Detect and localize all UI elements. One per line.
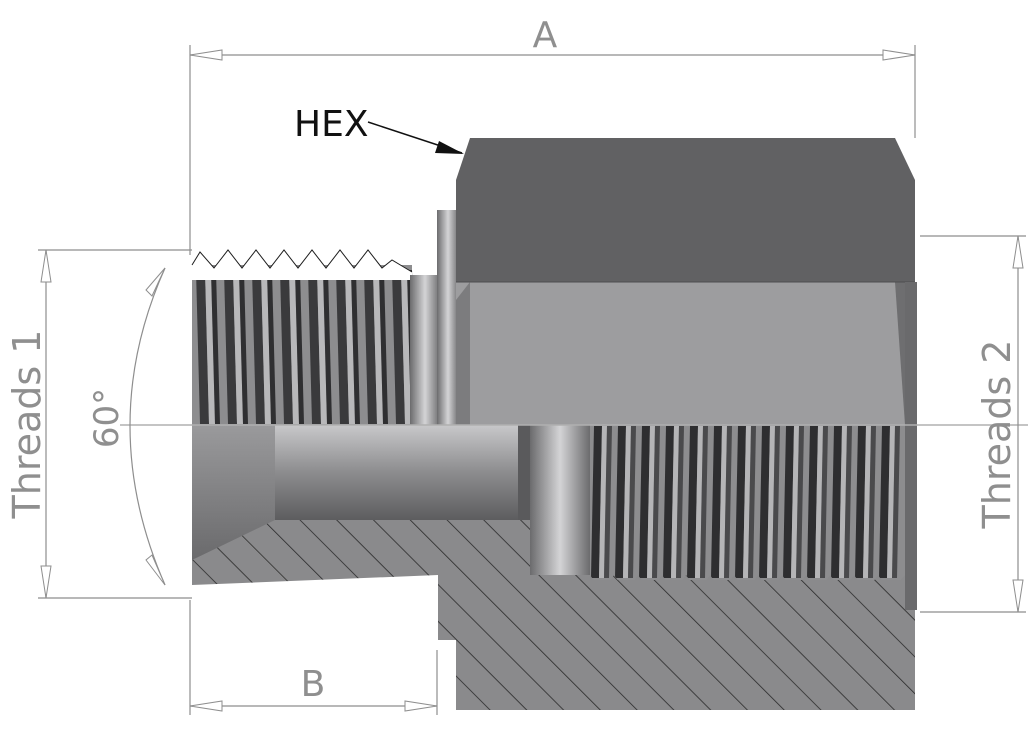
thread-stripe [807,426,818,578]
thread-stripe [196,270,209,424]
male-thread-exterior [191,249,416,425]
thread-stripe [233,270,243,424]
thread-stripe [267,270,276,424]
thread-stripe [379,270,388,424]
thread-stripe [289,270,299,424]
thread-stripe [261,270,271,424]
thread-stripe [647,426,655,578]
thread-stripe [628,426,636,578]
thread-stripe [855,426,866,578]
dimension-b [189,600,438,715]
bore [275,425,525,520]
thread-stripe [401,270,411,424]
thread-stripe [308,270,321,424]
dimension-threads-2 [920,235,1026,613]
thread-stripe [863,426,871,578]
thread-stripe [639,426,650,578]
dimension-a [189,45,916,255]
threads-2-label: Threads 2 [975,340,1019,530]
thread-stripe [748,426,756,578]
thread-stripe [887,426,895,578]
thread-stripe [323,270,332,424]
thread-stripe [735,426,746,578]
thread-stripe [879,426,890,578]
thread-stripe [719,426,727,578]
thread-stripe [796,426,804,578]
thread-stripe [839,426,847,578]
hex-label: HEX [294,104,368,145]
thread-stripe [676,426,684,578]
thread-stripe [224,270,237,424]
dimension-b-label: B [301,664,326,705]
thread-stripe [591,426,602,578]
thread-stripe [280,270,293,424]
thread-stripe [772,426,780,578]
thread-stripe [695,426,703,578]
thread-stripe [623,426,631,578]
thread-stripe [604,426,612,578]
dimension-threads-1 [38,249,192,599]
thread-stripe [671,426,679,578]
thread-stripe [759,426,770,578]
thread-stripe [211,270,220,424]
thread-stripe [844,426,852,578]
hex-body [456,138,915,425]
thread-stripe [767,426,775,578]
thread-stripe [892,426,900,578]
thread-stripe [815,426,823,578]
thread-stripe [743,426,751,578]
section-hatch [192,425,915,710]
thread-stripe [239,270,248,424]
angle-label: 60° [87,388,127,448]
hex-collar [437,210,459,425]
thread-stripe [868,426,876,578]
hex-leader [367,121,464,154]
thread-stripe [700,426,708,578]
thread-stripe [831,426,842,578]
thread-stripe [687,426,698,578]
thread-stripe [205,270,215,424]
thread-stripe [252,270,265,424]
thread-stripe [711,426,722,578]
counterbore [530,425,590,575]
thread-stripe [373,270,383,424]
thread-stripe [783,426,794,578]
thread-stripe [615,426,626,578]
right-end-face [905,282,917,610]
thread-stripe [392,270,405,424]
thread-stripe [351,270,360,424]
thread-stripe [599,426,607,578]
thread-stripe [336,270,349,424]
thread-stripe [724,426,732,578]
thread-stripe [317,270,327,424]
thread-stripe [791,426,799,578]
thread-stripe [295,270,304,424]
threads-1-label: Threads 1 [5,330,49,520]
thread-stripe [345,270,355,424]
angle-dimension [129,267,166,586]
thread-stripe [663,426,674,578]
thread-stripe [652,426,660,578]
cone-seat [192,425,275,560]
thread-stripe [364,270,377,424]
thread-stripe [820,426,828,578]
neck-undercut [410,275,440,425]
dimension-a-label: A [533,15,558,56]
